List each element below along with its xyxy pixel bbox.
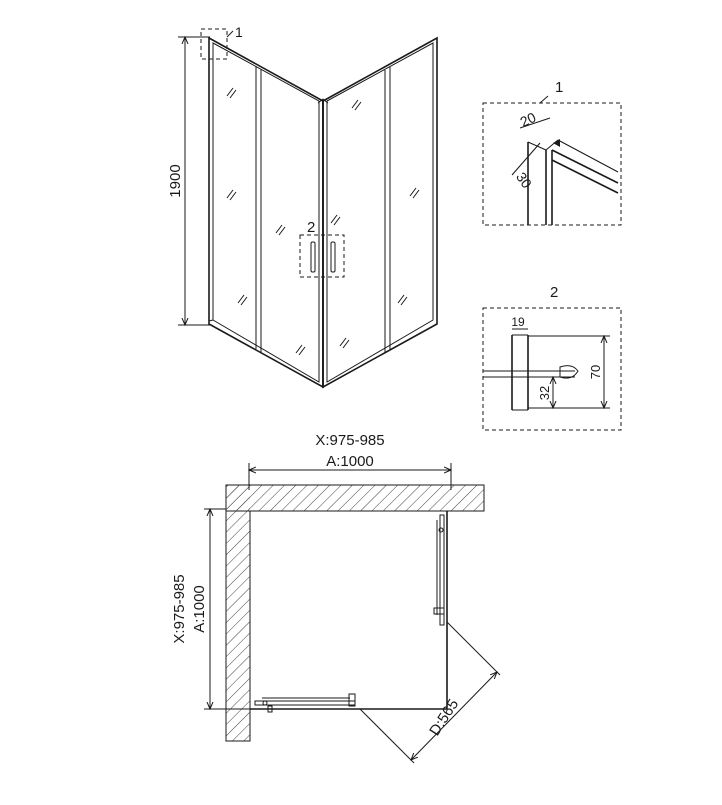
detail-2: 2 19 70 32 <box>482 284 622 431</box>
detail-2-title: 2 <box>550 284 558 301</box>
plan-x-top-label: X:975-985 <box>315 432 384 449</box>
detail-1: 1 20 30 <box>482 79 622 226</box>
plan-a-top-label: A:1000 <box>326 453 374 470</box>
detail-1-dim-a: 20 <box>517 109 538 130</box>
detail-2-dim-offset: 32 <box>537 386 552 400</box>
callout-2: 2 <box>299 219 345 278</box>
walls <box>225 484 485 742</box>
detail-1-title: 1 <box>555 79 563 96</box>
callout-2-label: 2 <box>307 219 315 236</box>
callout-1: 1 <box>200 24 243 60</box>
height-label: 1900 <box>167 164 184 197</box>
plan-x-side-label: X:975-985 <box>171 574 188 643</box>
detail-1-dim-b: 30 <box>513 169 535 191</box>
door-handles <box>310 241 336 273</box>
front-view: 1900 <box>167 24 438 389</box>
plan-a-side-label: A:1000 <box>191 585 208 633</box>
left-panel <box>208 36 324 389</box>
callout-1-label: 1 <box>235 24 243 40</box>
plan-view: X:975-985 A:1000 X:975-985 A:1000 <box>171 432 501 764</box>
enclosure-plan <box>250 511 448 713</box>
detail-2-dim-height: 70 <box>588 365 603 379</box>
height-dimension: 1900 <box>167 37 210 325</box>
plan-diagonal-label: D:565 <box>426 696 462 739</box>
diagonal-dimension: D:565 <box>359 621 501 764</box>
detail-2-dim-width: 19 <box>511 315 525 329</box>
right-panel <box>322 36 438 389</box>
